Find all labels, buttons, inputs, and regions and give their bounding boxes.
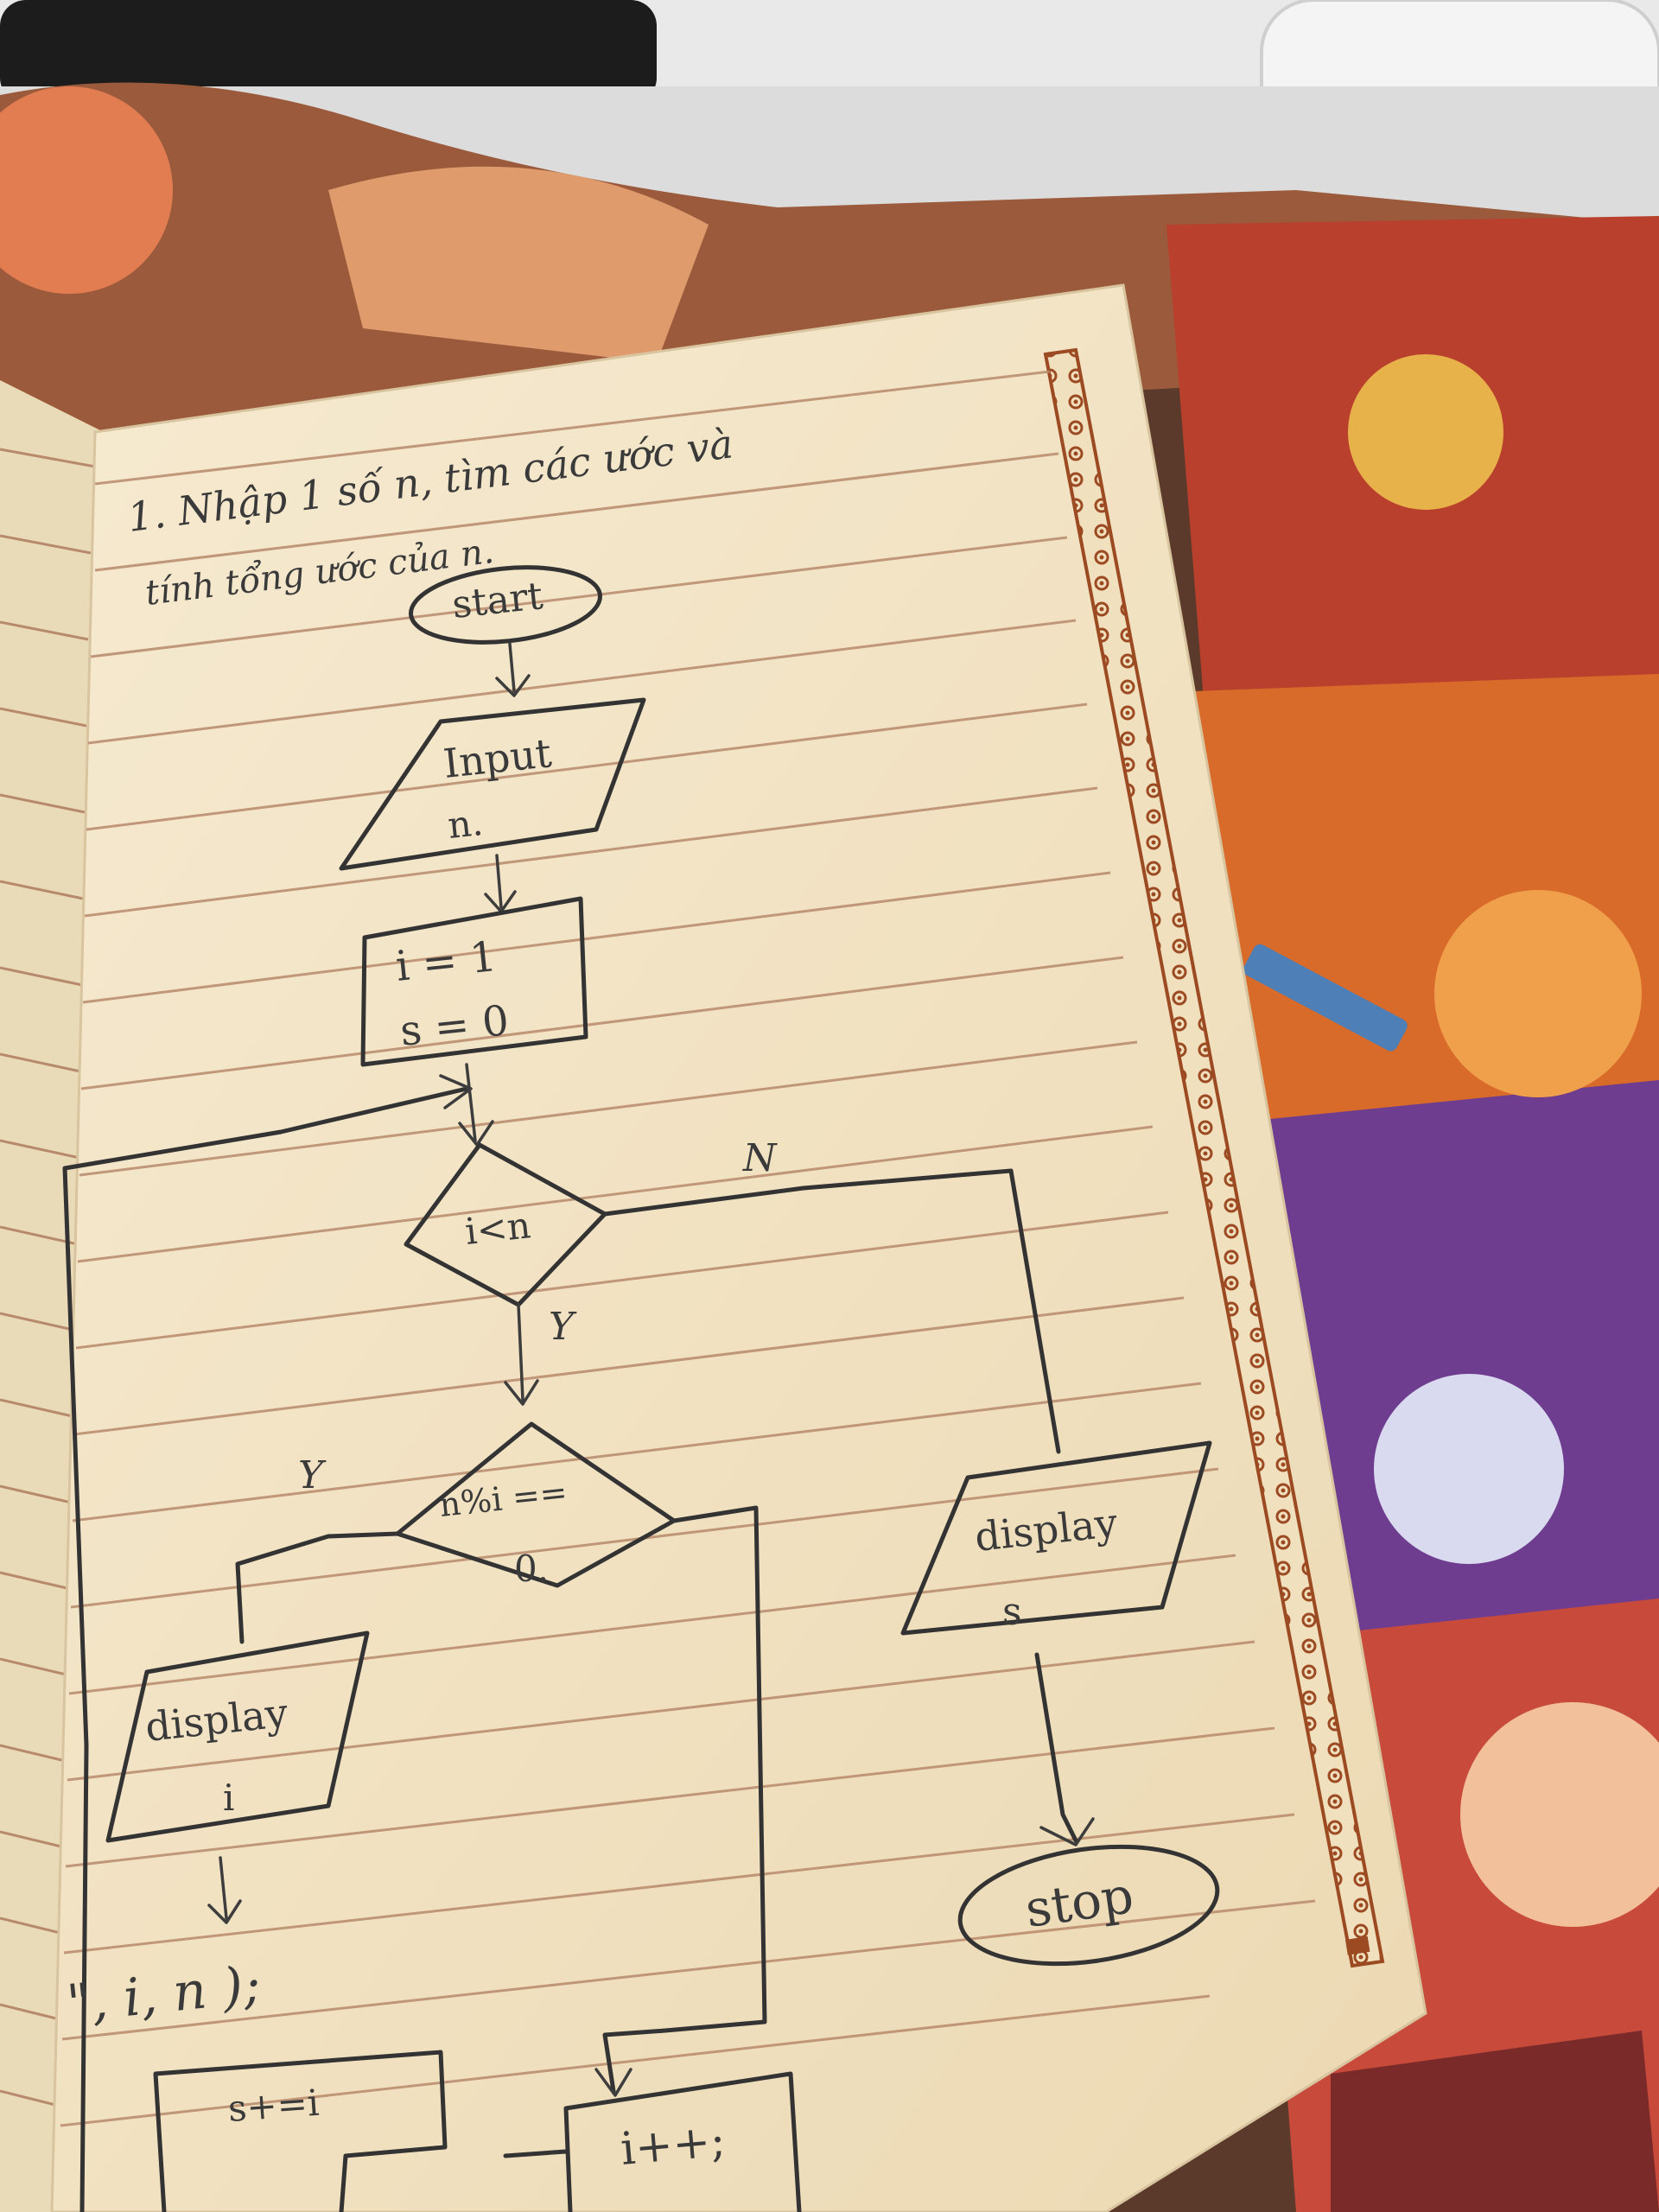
divisible-yes-label: Y [298,1453,327,1497]
input-label-line2: n. [446,801,485,847]
ruled-lines [60,370,1316,2127]
arrow-start-to-input [495,642,531,697]
divisible-label-line2: 0. [514,1548,549,1590]
arrow-display-i-down [207,1856,242,1924]
flowchart: start Input n. i = 1 s = 0 i<n N Y [62,565,1220,2212]
display-s-line2: s [1002,1590,1022,1634]
loop-no-branch [602,1168,1061,1454]
divisible-no-branch [602,1505,767,2094]
display-i-line2: i [223,1777,234,1819]
sum-block: s+=i [153,2050,448,2212]
increment-label: i++; [619,2115,728,2176]
increment-block: i++; [503,2071,802,2212]
input-label-line1: Input [442,729,555,787]
init-line-1: i = 1 [393,932,499,991]
loop-no-label: N [742,1136,778,1180]
display-i-block: display i [105,1630,370,1843]
divisible-yes-branch [235,1531,400,1644]
outer-loop-line [62,1166,89,2212]
start-label: start [450,574,545,627]
loop-condition-label: i<n [463,1204,532,1253]
input-block: Input n. [339,697,646,871]
notebook-page [50,283,1427,2212]
loop-back-line [62,1086,469,1171]
arrow-display-s-to-stop [1034,1652,1078,1843]
loop-yes-label: Y [549,1305,577,1349]
init-block: i = 1 s = 0 [360,896,588,1067]
start-terminal: start [409,565,602,645]
sum-label: s+=i [226,2082,321,2130]
arrow-loop-yes-to-divisible [504,1303,539,1406]
init-line-2: s = 0 [397,996,511,1056]
